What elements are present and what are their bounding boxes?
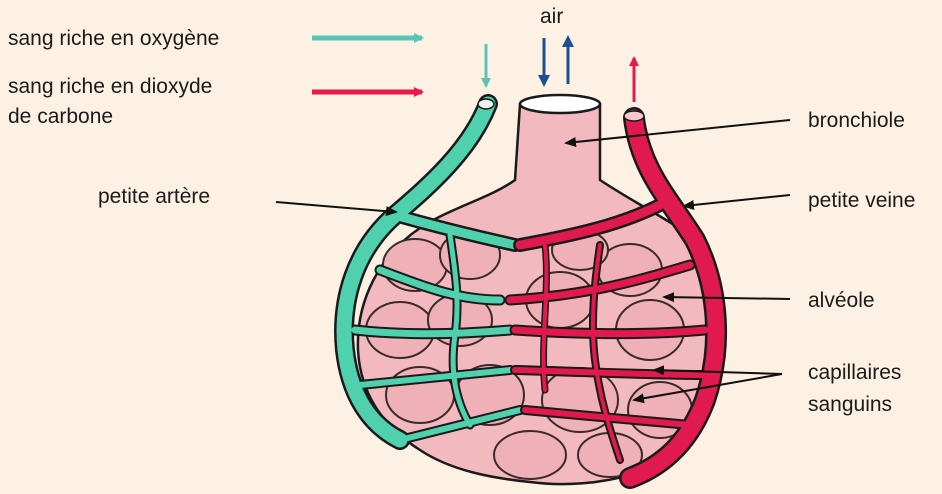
bronchiole-opening [520, 95, 600, 113]
vein-opening [624, 111, 644, 121]
veine-pointer [684, 195, 790, 206]
artery-opening [478, 99, 494, 109]
artere-pointer [276, 202, 396, 212]
